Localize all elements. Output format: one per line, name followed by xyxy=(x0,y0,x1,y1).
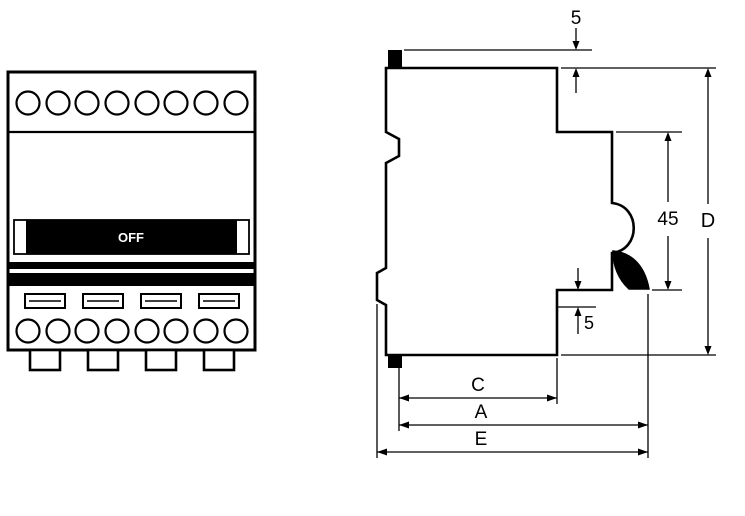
terminal-circle xyxy=(223,318,249,344)
mounting-foot xyxy=(86,348,120,372)
arrow-up-icon xyxy=(574,307,582,316)
terminal-circle xyxy=(15,90,41,116)
terminal-circle xyxy=(163,90,189,116)
arrow-up-icon xyxy=(664,132,672,141)
arrow-left-icon xyxy=(399,394,409,402)
off-switch-handle xyxy=(26,220,237,254)
dim-label-bottom-5: 5 xyxy=(584,313,594,333)
dim-top-5: 5 xyxy=(571,8,582,93)
bottom-terminal-circles xyxy=(15,318,249,344)
terminal-circle xyxy=(74,318,100,344)
din-clip-bottom xyxy=(388,355,402,368)
mounting-feet xyxy=(28,348,236,372)
terminal-circle xyxy=(45,90,71,116)
arrow-right-icon xyxy=(547,394,557,402)
mounting-foot xyxy=(28,348,62,372)
din-clip-top xyxy=(388,50,402,68)
terminal-circle xyxy=(193,318,219,344)
dim-D: D xyxy=(701,68,715,355)
arrow-down-icon xyxy=(572,41,580,50)
arrow-down-icon xyxy=(704,346,712,355)
terminal-circle xyxy=(223,90,249,116)
dim-A: A xyxy=(399,402,648,429)
dim-45: 45 xyxy=(657,132,679,290)
mounting-foot xyxy=(144,348,178,372)
dim-E: E xyxy=(377,429,648,456)
front-view: OFF xyxy=(6,70,257,372)
dim-label-C: C xyxy=(471,375,485,396)
terminal-circle xyxy=(15,318,41,344)
terminal-circle xyxy=(163,318,189,344)
terminal-circle xyxy=(45,318,71,344)
terminal-circle xyxy=(193,90,219,116)
side-body-outline xyxy=(375,66,635,357)
dim-label-D: D xyxy=(701,210,715,232)
arrow-down-icon xyxy=(664,281,672,290)
side-view xyxy=(375,50,650,368)
dim-label-45: 45 xyxy=(657,209,678,230)
dim-C: C xyxy=(399,375,557,402)
terminal-circle xyxy=(134,90,160,116)
terminal-circle xyxy=(104,318,130,344)
dimension-annotations: 5 45 D 5 xyxy=(377,8,715,456)
terminal-circle xyxy=(134,318,160,344)
arrow-down-icon xyxy=(574,281,582,290)
din-stripe-thin xyxy=(9,262,254,269)
mounting-foot xyxy=(202,348,236,372)
top-terminal-circles xyxy=(15,90,249,116)
din-stripe-thick xyxy=(9,273,254,286)
toggle-lever xyxy=(612,250,650,290)
arrow-up-icon xyxy=(572,68,580,77)
terminal-circle xyxy=(74,90,100,116)
terminal-circle xyxy=(104,90,130,116)
arrow-right-icon xyxy=(638,421,648,429)
arrow-left-icon xyxy=(377,448,387,456)
extension-lines xyxy=(376,49,716,458)
dim-bottom-5: 5 xyxy=(574,268,594,334)
arrow-left-icon xyxy=(399,421,409,429)
arrow-right-icon xyxy=(638,448,648,456)
dim-label-A: A xyxy=(475,402,488,423)
off-label: OFF xyxy=(118,230,144,245)
arrow-up-icon xyxy=(704,68,712,77)
dim-label-top-5: 5 xyxy=(571,8,582,29)
dim-label-E: E xyxy=(475,429,488,450)
